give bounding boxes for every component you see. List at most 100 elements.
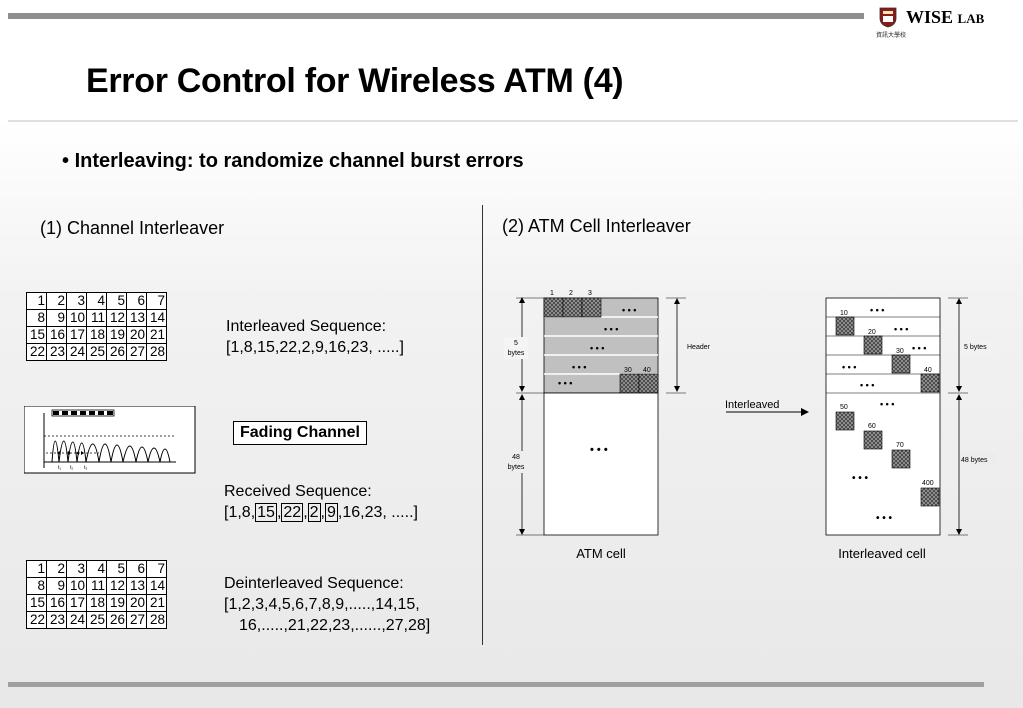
- matrix-cell: 19: [106, 326, 127, 344]
- cell-number: 30: [624, 367, 632, 374]
- matrix-cell: 23: [46, 611, 67, 629]
- dimension-label: bytes: [508, 464, 525, 471]
- matrix-cell: 17: [66, 594, 87, 612]
- bullet-symbol: •: [62, 150, 70, 172]
- cell-number: 70: [896, 442, 904, 449]
- deinterleaved-sequence-label: Deinterleaved Sequence:: [224, 575, 404, 592]
- matrix-cell: 2: [46, 560, 67, 578]
- matrix-cell: 23: [46, 343, 67, 361]
- matrix-cell: 7: [146, 560, 167, 578]
- matrix-cell: 11: [86, 577, 107, 595]
- header-label: Header: [687, 344, 711, 351]
- logo-wise-lab: WISE LAB: [906, 7, 985, 27]
- matrix-cell: 18: [86, 326, 107, 344]
- matrix-cell: 13: [126, 577, 147, 595]
- dimension-label: bytes: [508, 350, 525, 357]
- cell-number: 1: [550, 290, 554, 297]
- matrix-cell: 4: [86, 292, 107, 310]
- matrix-cell: 11: [86, 309, 107, 327]
- matrix-cell: 4: [86, 560, 107, 578]
- cell-number: 50: [840, 404, 848, 411]
- matrix-cell: 12: [106, 309, 127, 327]
- dimension-label: 48 bytes: [961, 457, 988, 464]
- error-symbol: 15: [255, 503, 277, 522]
- matrix-cell: 25: [86, 611, 107, 629]
- cell-number: 30: [896, 348, 904, 355]
- title-underline: [8, 120, 1018, 122]
- matrix-cell: 16: [46, 326, 67, 344]
- interleaved-cell-caption: Interleaved cell: [838, 546, 926, 561]
- interleaved-sequence-value: [1,8,15,22,2,9,16,23, .....]: [226, 339, 404, 356]
- ellipsis: • • •: [860, 380, 874, 390]
- matrix-cell: 14: [146, 309, 167, 327]
- cell-number: 2: [569, 290, 573, 297]
- matrix-cell: 3: [66, 292, 87, 310]
- matrix-cell: 28: [146, 611, 167, 629]
- cell-number: 10: [840, 310, 848, 317]
- bullet-text: Interleaving: to randomize channel burst…: [74, 150, 524, 172]
- deinterleaved-sequence-line2: 16,.....,21,22,23,......,27,28]: [239, 617, 431, 634]
- ellipsis: • • •: [558, 378, 572, 388]
- time-tick-label: t₂: [70, 465, 73, 471]
- ellipsis: • • •: [876, 513, 893, 524]
- matrix-cell: 18: [86, 594, 107, 612]
- bottom-rule: [8, 682, 984, 687]
- matrix-cell: 2: [46, 292, 67, 310]
- matrix-cell: 26: [106, 611, 127, 629]
- interleaved-sequence: Interleaved Sequence: [1,8,15,22,2,9,16,…: [226, 316, 404, 358]
- cell-number: 3: [588, 290, 592, 297]
- matrix-cell: 24: [66, 611, 87, 629]
- matrix-cell: 13: [126, 309, 147, 327]
- matrix-cell: 19: [106, 594, 127, 612]
- dimension-label: 5 bytes: [964, 344, 987, 351]
- matrix-cell: 9: [46, 577, 67, 595]
- matrix-cell: 10: [66, 577, 87, 595]
- matrix-cell: 20: [126, 326, 147, 344]
- page-title: Error Control for Wireless ATM (4): [86, 62, 624, 100]
- crest-icon: [879, 7, 897, 28]
- cell-number: 60: [868, 423, 876, 430]
- matrix-cell: 3: [66, 560, 87, 578]
- channel-interleaver-heading: (1) Channel Interleaver: [40, 218, 225, 238]
- ellipsis: • • •: [894, 324, 908, 334]
- matrix-cell: 6: [126, 560, 147, 578]
- matrix-cell: 7: [146, 292, 167, 310]
- matrix-cell: 8: [26, 577, 47, 595]
- cell-number: 20: [868, 329, 876, 336]
- matrix-cell: 1: [26, 560, 47, 578]
- matrix-cell: 20: [126, 594, 147, 612]
- university-logo: WISE LAB 資訊大學校: [876, 4, 1016, 39]
- error-symbol: 22: [281, 503, 304, 522]
- matrix-cell: 21: [146, 326, 167, 344]
- matrix-cell: 21: [146, 594, 167, 612]
- time-tick-label: t₁: [58, 465, 61, 471]
- logo-subtext: 資訊大學校: [876, 33, 907, 39]
- matrix-cell: 28: [146, 343, 167, 361]
- fading-channel-box: Fading Channel: [233, 421, 367, 445]
- matrix-cell: 1: [26, 292, 47, 310]
- matrix-cell: 5: [106, 292, 127, 310]
- ellipsis: • • •: [604, 324, 618, 334]
- received-sequence: Received Sequence: [1,8,15,22,2,9,16,23,…: [224, 481, 418, 523]
- matrix-cell: 22: [26, 343, 47, 361]
- bullet-point: • Interleaving: to randomize channel bur…: [62, 150, 524, 173]
- ellipsis: • • •: [590, 343, 604, 353]
- matrix-cell: 17: [66, 326, 87, 344]
- ellipsis: • • •: [852, 473, 869, 484]
- ellipsis: • • •: [572, 362, 586, 372]
- matrix-cell: 15: [26, 326, 47, 344]
- matrix-cell: 9: [46, 309, 67, 327]
- ellipsis: • • •: [842, 362, 856, 372]
- atm-cell-caption: ATM cell: [576, 546, 626, 561]
- ellipsis: • • •: [870, 305, 884, 315]
- matrix-cell: 27: [126, 611, 147, 629]
